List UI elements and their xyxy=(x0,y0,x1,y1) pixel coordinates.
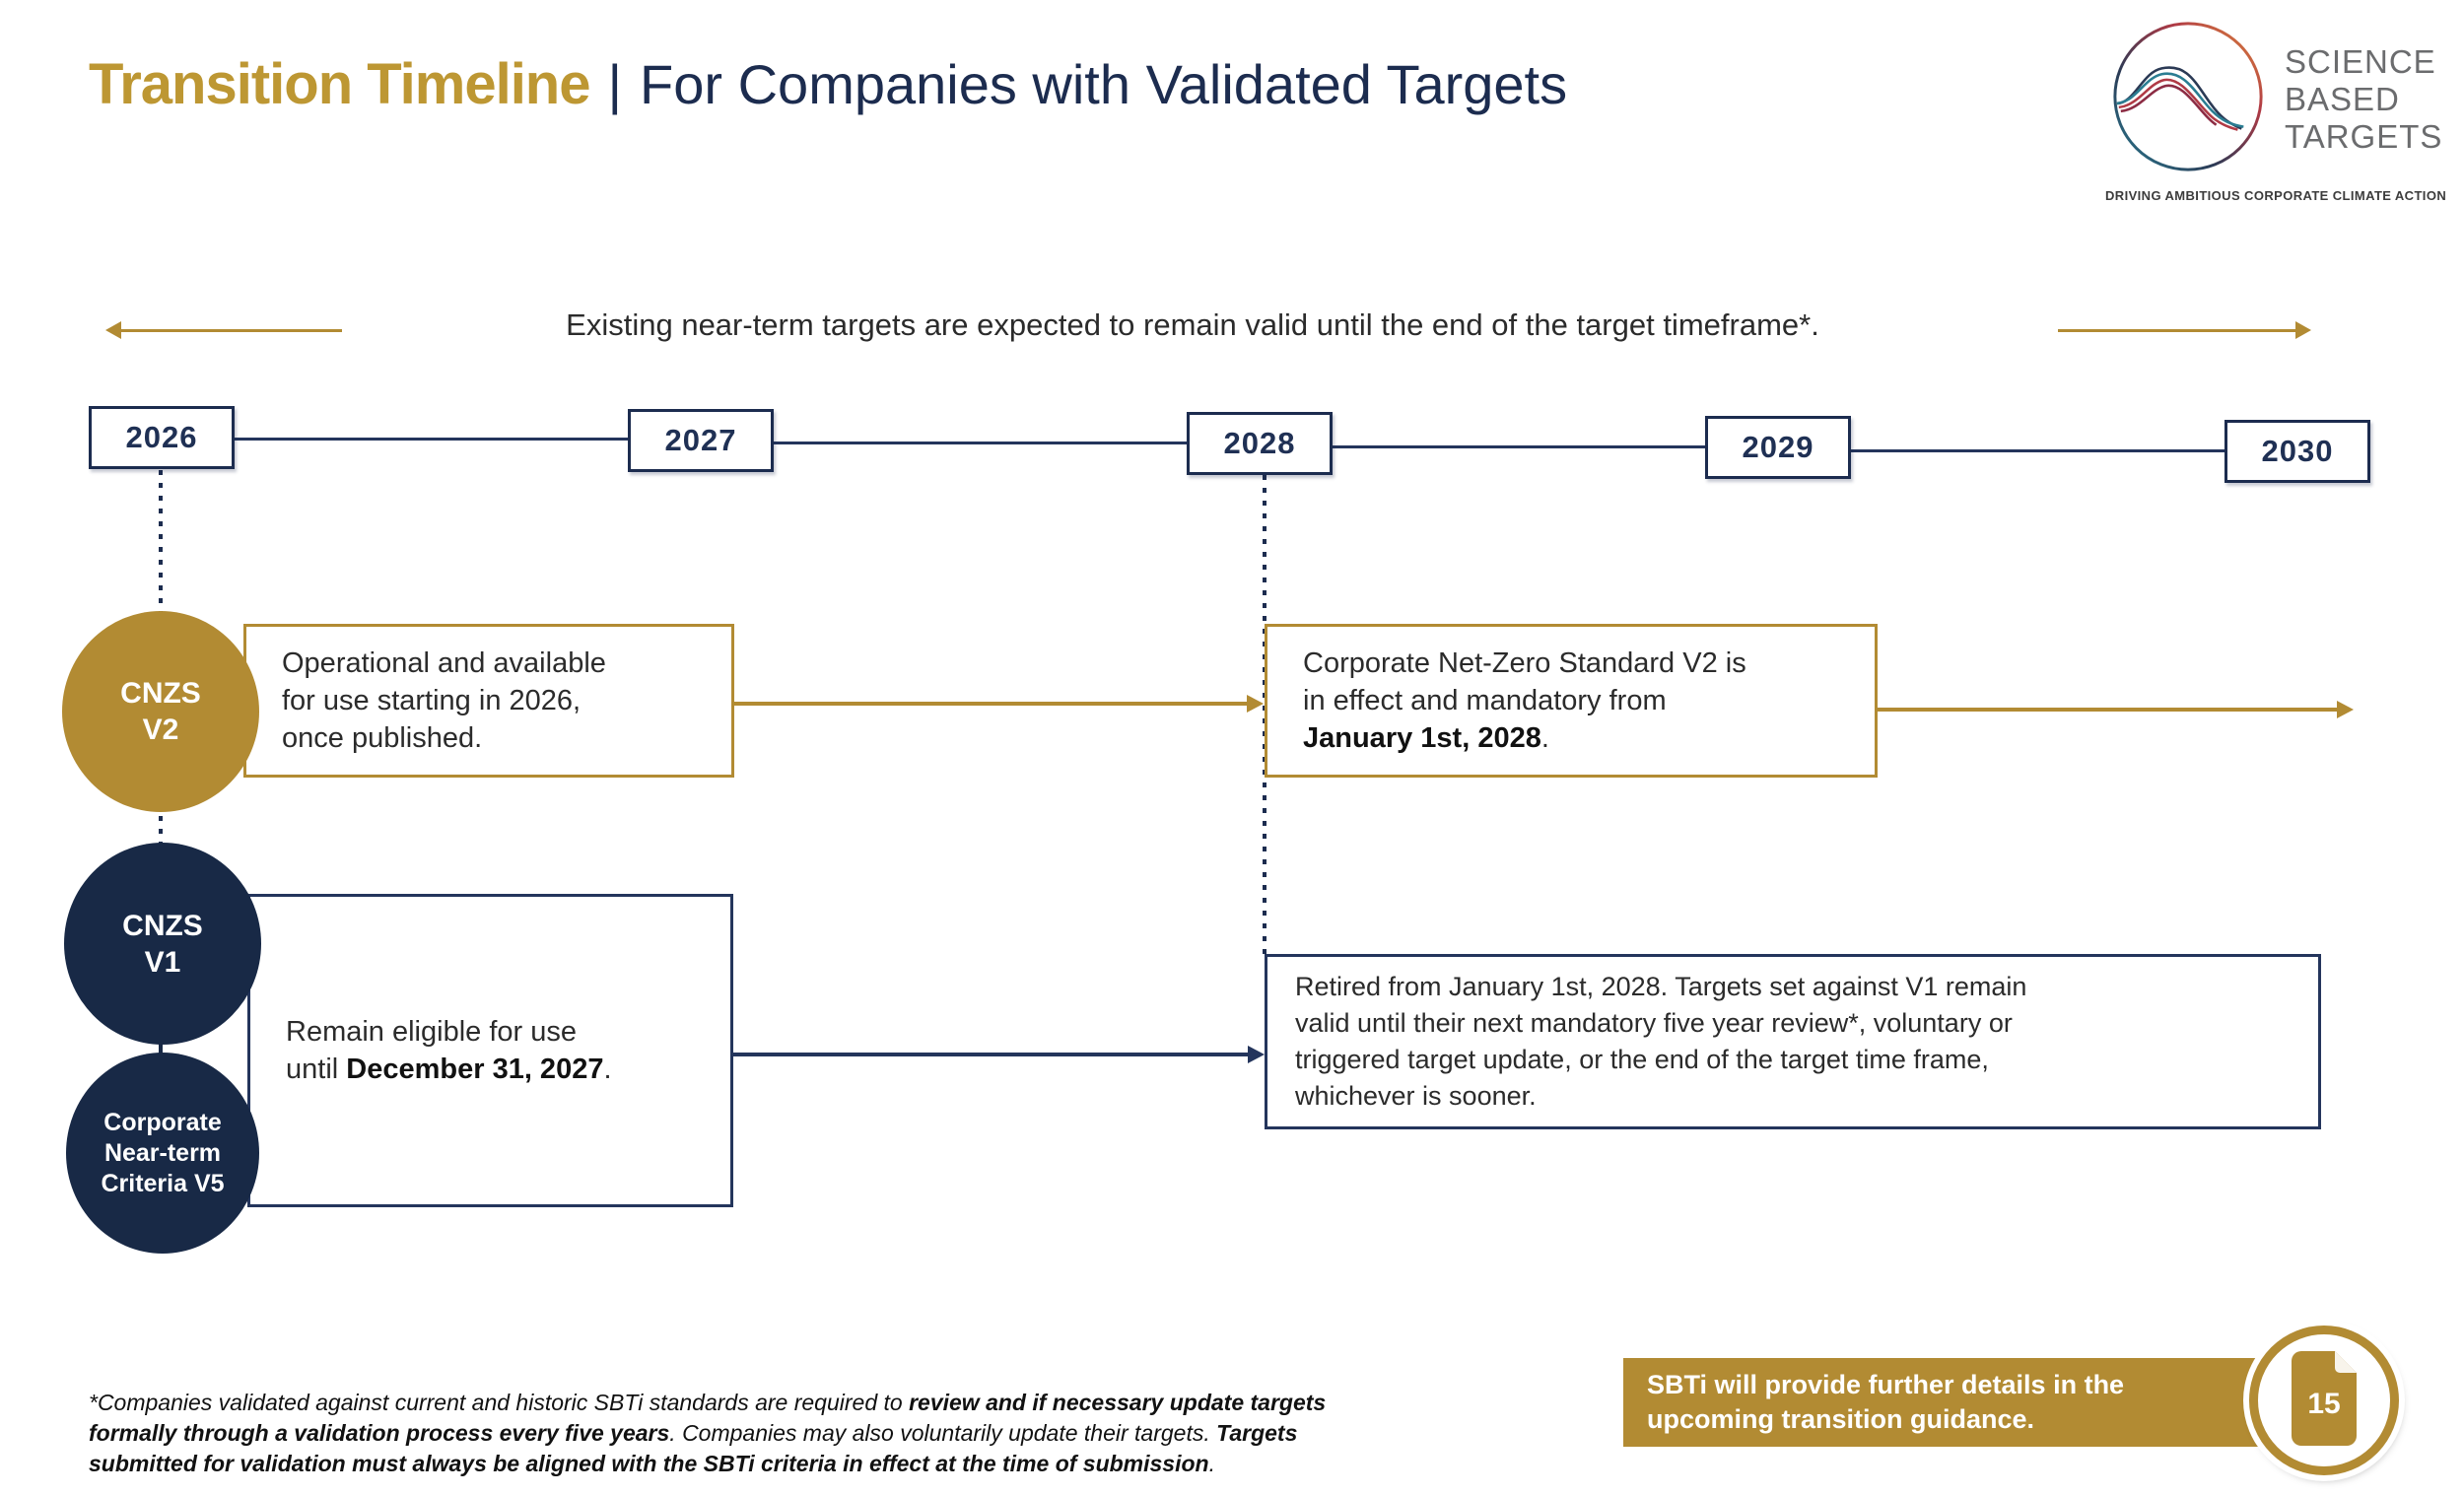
page-title-primary: Transition Timeline xyxy=(89,51,590,116)
year-box-2030: 2030 xyxy=(2224,420,2370,483)
cnzs-v2-circle: CNZS V2 xyxy=(62,611,259,812)
timeline-connector-segment xyxy=(1847,449,2229,452)
page-title: Transition Timeline | For Companies with… xyxy=(89,41,1567,126)
cnzs-v2-label: CNZS V2 xyxy=(120,677,201,746)
sbti-logo: SCIENCE BASED TARGETS DRIVING AMBITIOUS … xyxy=(2105,14,2447,203)
v2-mandatory-box: Corporate Net-Zero Standard V2 is in eff… xyxy=(1265,624,1878,778)
cnzs-v1-label: CNZS V1 xyxy=(122,909,203,979)
v2-arrow-continue-icon xyxy=(1878,701,2354,718)
page-number: 15 xyxy=(2307,1388,2341,1420)
year-box-2026: 2026 xyxy=(89,406,235,469)
validity-callout: Existing near-term targets are expected … xyxy=(566,307,1819,342)
v1-eligible-box: Remain eligible for use until December 3… xyxy=(247,894,733,1207)
v2-available-text: Operational and available for use starti… xyxy=(282,647,606,754)
year-label: 2030 xyxy=(2261,434,2334,468)
title-separator: | xyxy=(607,52,623,115)
page-number-badge: 15 xyxy=(2249,1326,2399,1475)
near-term-criteria-label: Corporate Near-term Criteria V5 xyxy=(101,1108,225,1197)
callout-arrow-right-icon xyxy=(2058,321,2311,339)
year-label: 2026 xyxy=(125,420,198,454)
year-label: 2028 xyxy=(1223,426,1296,460)
transition-guidance-banner: SBTi will provide further details in the… xyxy=(1623,1358,2262,1447)
callout-arrow-left-icon xyxy=(105,321,342,339)
document-icon xyxy=(2291,1350,2358,1452)
sbti-tagline: DRIVING AMBITIOUS CORPORATE CLIMATE ACTI… xyxy=(2105,188,2447,203)
page-title-secondary: For Companies with Validated Targets xyxy=(640,52,1568,115)
year-box-2029: 2029 xyxy=(1705,416,1851,479)
near-term-criteria-circle: Corporate Near-term Criteria V5 xyxy=(66,1053,259,1254)
v2-mandatory-text: Corporate Net-Zero Standard V2 is in eff… xyxy=(1303,647,1746,754)
year-label: 2027 xyxy=(664,423,737,457)
footnote: *Companies validated against current and… xyxy=(89,1390,1327,1476)
timeline-connector-segment xyxy=(1329,445,1709,448)
v2-arrow-to-2028-icon xyxy=(734,695,1264,713)
year-label: 2029 xyxy=(1742,430,1814,464)
sbti-logo-mark-icon xyxy=(2105,14,2271,184)
banner-text: SBTi will provide further details in the… xyxy=(1647,1370,2125,1434)
year-box-2027: 2027 xyxy=(628,409,774,472)
timeline-connector-segment xyxy=(769,442,1193,444)
year-box-2028: 2028 xyxy=(1187,412,1333,475)
cnzs-v1-circle: CNZS V1 xyxy=(64,843,261,1045)
timeline-connector-segment xyxy=(229,438,633,441)
v2-available-box: Operational and available for use starti… xyxy=(243,624,734,778)
sbti-wordmark: SCIENCE BASED TARGETS xyxy=(2285,42,2443,155)
v1-arrow-to-retired-icon xyxy=(733,1046,1265,1063)
v1-retired-box: Retired from January 1st, 2028. Targets … xyxy=(1265,954,2321,1129)
v1-retired-text: Retired from January 1st, 2028. Targets … xyxy=(1295,972,2027,1111)
v1-eligible-text: Remain eligible for use until December 3… xyxy=(286,1016,612,1085)
